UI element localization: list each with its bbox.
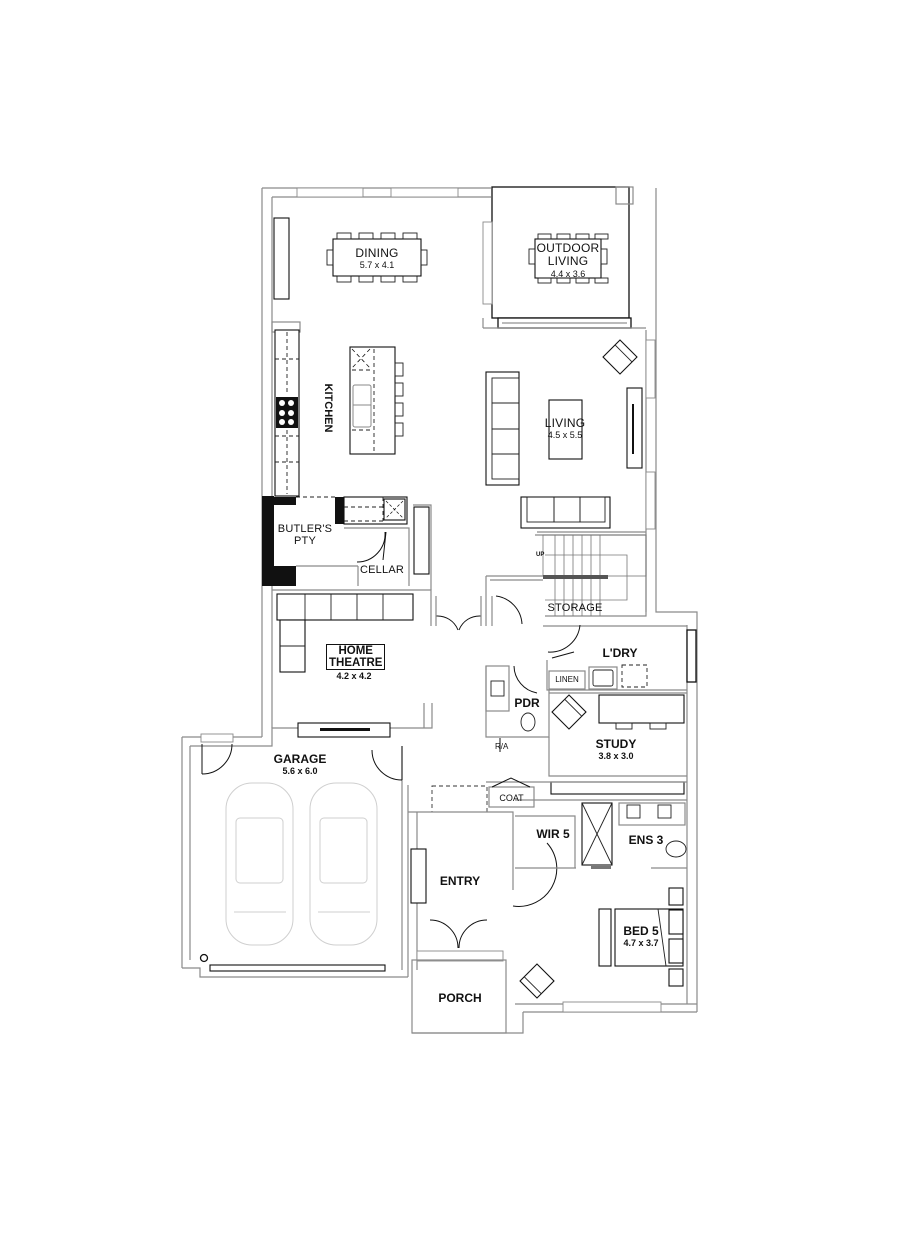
- room-name: STUDY: [595, 737, 637, 751]
- room-name: DINING: [355, 246, 399, 260]
- car-right: [309, 782, 378, 946]
- room-name-box: HOME THEATRE: [326, 644, 386, 670]
- outdoor-living-area: [482, 186, 634, 329]
- garage-internal-door: [371, 746, 403, 781]
- living-coffee-table: [548, 399, 583, 460]
- ensuite-vanity: [618, 802, 686, 826]
- room-label-garage: GARAGE 5.6 x 6.0: [268, 752, 332, 776]
- room-label-entry: ENTRY: [439, 874, 481, 888]
- room-name: LIVING: [544, 416, 586, 430]
- bed-window: [562, 1001, 662, 1013]
- bed-armchair: [519, 963, 555, 999]
- room-label-laundry: L'DRY: [602, 646, 638, 660]
- living-sofa-left: [485, 371, 520, 486]
- room-label-porch: PORCH: [438, 991, 482, 1005]
- home-theatre-tv: [297, 722, 391, 738]
- kitchen-island: [349, 346, 404, 455]
- room-dimensions: 3.8 x 3.0: [598, 751, 634, 761]
- living-armchair: [602, 339, 638, 375]
- garage-side-door: [200, 733, 234, 775]
- ensuite-toilet: [665, 840, 687, 858]
- room-dimensions: 4.7 x 3.7: [623, 938, 659, 948]
- porch: [411, 959, 507, 1034]
- room-name-line2: LIVING: [547, 254, 589, 268]
- ensuite-shower: [581, 802, 613, 869]
- room-dimensions: 4.4 x 3.6: [550, 269, 586, 279]
- kitchen-bench: [271, 321, 301, 497]
- room-label-wir: WIR 5: [536, 827, 570, 841]
- room-label-bed-5: BED 5 4.7 x 3.7: [616, 924, 666, 948]
- tv-unit: [626, 387, 643, 469]
- room-label-cellar: CELLAR: [360, 564, 404, 576]
- garage-door: [209, 964, 386, 972]
- room-dimensions: 5.7 x 4.1: [359, 260, 395, 270]
- room-label-powder-room: PDR: [514, 696, 540, 710]
- return-air-label: R/A: [495, 742, 509, 751]
- room-name-line2: THEATRE: [329, 657, 383, 669]
- room-label-dining: DINING 5.7 x 4.1: [345, 246, 409, 270]
- room-label-home-theatre: HOME THEATRE 4.2 x 4.2: [326, 644, 386, 681]
- living-walls: [482, 318, 656, 533]
- room-label-living: LIVING 4.5 x 5.5: [535, 416, 595, 440]
- room-label-linen: LINEN: [555, 675, 579, 684]
- laundry: [543, 624, 697, 691]
- dining-table: [326, 232, 428, 283]
- outdoor-table: [528, 233, 609, 284]
- room-label-storage: STORAGE: [547, 602, 603, 614]
- room-label-butlers-pantry: BUTLER'S PTY: [276, 523, 334, 547]
- bed-5: [598, 887, 684, 987]
- top-windows: [296, 187, 459, 198]
- study: [486, 692, 687, 795]
- room-label-coat: COAT: [499, 793, 524, 803]
- home-theatre-sofa: [276, 593, 414, 673]
- room-label-study: STUDY 3.8 x 3.0: [590, 737, 642, 761]
- room-name: GARAGE: [273, 752, 327, 766]
- car-left: [225, 782, 294, 946]
- room-name: BUTLER'S: [277, 523, 333, 535]
- room-dimensions: 4.5 x 5.5: [547, 430, 583, 440]
- room-name: HOME: [338, 645, 373, 657]
- living-sofa-bottom: [520, 496, 611, 529]
- wir: [515, 799, 687, 869]
- entry-front-doors: [416, 919, 504, 962]
- room-dimensions: 5.6 x 6.0: [282, 766, 318, 776]
- room-label-kitchen: KITCHEN: [322, 383, 334, 433]
- powder-room: [485, 665, 550, 738]
- room-dimensions: 4.2 x 4.2: [336, 671, 372, 681]
- entry-hall: [408, 785, 558, 970]
- room-name-line2: PTY: [294, 535, 316, 547]
- room-name: BED 5: [623, 924, 659, 938]
- butlers-pantry: [262, 496, 432, 590]
- room-label-outdoor-living: OUTDOOR LIVING 4.4 x 3.6: [530, 242, 606, 281]
- dining-sideboard: [273, 217, 290, 300]
- coat-cupboard: [488, 777, 535, 808]
- stairs: [485, 534, 647, 626]
- stair-up-label: UP: [536, 552, 545, 558]
- room-label-ensuite: ENS 3: [628, 833, 664, 847]
- room-name: OUTDOOR: [536, 241, 600, 255]
- hall-doors: [272, 589, 523, 631]
